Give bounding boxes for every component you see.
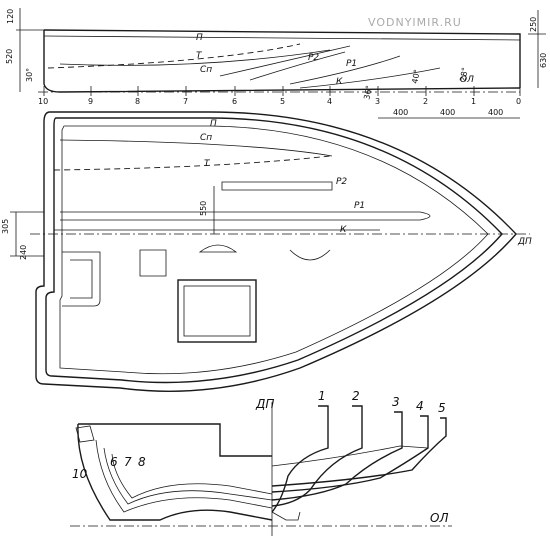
profile-label-sp: Сп bbox=[200, 65, 212, 75]
body-plan-label-1: 1 bbox=[318, 389, 326, 403]
dim-left-low: 30° bbox=[25, 68, 34, 82]
svg-text:6: 6 bbox=[232, 97, 237, 106]
body-plan-label-3: 3 bbox=[392, 395, 400, 409]
dim-left-top: 120 bbox=[6, 9, 15, 24]
watermark: VODNYIMIR.RU bbox=[368, 16, 462, 29]
body-plan-aft-section-8 bbox=[111, 453, 273, 499]
body-plan-label-5: 5 bbox=[438, 401, 446, 415]
plan-label-r2: Р2 bbox=[336, 177, 347, 187]
plan-bow-circle bbox=[289, 249, 331, 261]
plan-transom-seat bbox=[62, 251, 101, 307]
plan-steering bbox=[198, 244, 238, 253]
body-plan-aft-bulwark bbox=[75, 425, 95, 443]
plan-view: 400 400 400 П Сп Т Р2 Р1 К ДП 550 bbox=[1, 108, 532, 392]
plan-spacing-2: 400 bbox=[440, 108, 455, 117]
body-plan-label-4: 4 bbox=[416, 399, 424, 413]
dim-right-top: 250 bbox=[529, 17, 538, 32]
profile-label-p: П bbox=[196, 33, 203, 43]
plan-dim-305: 305 bbox=[1, 219, 10, 234]
dim-left-mid: 520 bbox=[5, 49, 14, 64]
profile-view: 120 520 30° 250 630 П Т Сп Р2 Р1 К ОЛ 36… bbox=[5, 8, 548, 106]
svg-text:8: 8 bbox=[135, 97, 140, 106]
body-plan-aft-deck bbox=[78, 423, 272, 457]
plan-r1-rail bbox=[60, 211, 431, 221]
plan-hull-inner bbox=[45, 117, 503, 384]
profile-keel-line bbox=[299, 67, 441, 89]
plan-label-t: Т bbox=[204, 159, 211, 169]
plan-label-dp: ДП bbox=[517, 237, 532, 247]
profile-deck-line bbox=[43, 35, 521, 41]
profile-station-numbers: 10 9 8 7 6 5 4 3 2 1 0 bbox=[38, 97, 521, 106]
plan-seat-box bbox=[177, 279, 257, 343]
profile-sheer-line bbox=[43, 29, 521, 88]
body-plan-aft-section-6 bbox=[95, 439, 273, 513]
body-plan-label-dp: ДП bbox=[255, 397, 274, 411]
body-plan-aft-section-10 bbox=[77, 423, 273, 521]
profile-sp-line bbox=[219, 45, 351, 77]
profile-t-line bbox=[47, 43, 301, 69]
plan-hull-inner2 bbox=[59, 125, 489, 375]
profile-station-ticks bbox=[43, 86, 521, 96]
body-plan-label-ol: ОЛ bbox=[430, 511, 448, 525]
profile-label-k: К bbox=[336, 77, 343, 87]
body-plan-fwd-keel bbox=[271, 511, 301, 521]
body-plan-label-6: 6 bbox=[110, 455, 118, 469]
plan-label-r1: Р1 bbox=[354, 201, 365, 211]
plan-r2-rail bbox=[221, 181, 333, 191]
svg-text:1: 1 bbox=[471, 97, 476, 106]
plan-spacing-3: 400 bbox=[488, 108, 503, 117]
svg-text:3: 3 bbox=[375, 97, 380, 106]
plan-spacing-1: 400 bbox=[393, 108, 408, 117]
plan-dim-550: 550 bbox=[199, 201, 208, 216]
body-plan-fwd-section-1 bbox=[271, 405, 329, 513]
body-plan-label-2: 2 bbox=[352, 389, 360, 403]
profile-label-t: Т bbox=[196, 51, 203, 61]
svg-text:9: 9 bbox=[88, 97, 93, 106]
profile-angle-36: 36° bbox=[362, 85, 373, 101]
profile-r2-line bbox=[249, 51, 346, 81]
svg-text:5: 5 bbox=[280, 97, 285, 106]
body-plan-label-8: 8 bbox=[138, 455, 146, 469]
profile-angle-40: 40° bbox=[410, 69, 421, 85]
svg-text:7: 7 bbox=[183, 97, 188, 106]
plan-t-line bbox=[53, 155, 331, 171]
body-plan-label-7: 7 bbox=[124, 455, 132, 469]
body-plan-fwd-section-2 bbox=[271, 405, 363, 507]
body-plan-view: ОЛ ДП 10 6 7 8 1 2 3 4 5 bbox=[70, 389, 452, 536]
profile-label-r2: Р2 bbox=[308, 53, 319, 63]
body-plan-fwd-section-5 bbox=[271, 417, 447, 487]
plan-label-p: П bbox=[210, 119, 217, 129]
profile-r1-line bbox=[289, 55, 401, 85]
plan-label-k: К bbox=[340, 225, 347, 235]
body-plan-fwd-section-3 bbox=[271, 411, 403, 501]
body-plan-label-10: 10 bbox=[72, 467, 88, 481]
profile-label-r1: Р1 bbox=[346, 59, 357, 69]
plan-seat-inner bbox=[183, 285, 251, 337]
body-plan-fwd-section-4 bbox=[271, 415, 429, 493]
plan-transom-seat-inner bbox=[70, 259, 93, 299]
plan-bench bbox=[139, 249, 167, 277]
body-plan-fwd-chine bbox=[271, 445, 429, 467]
svg-text:2: 2 bbox=[423, 97, 428, 106]
profile-label-ol: ОЛ bbox=[460, 75, 474, 85]
svg-text:10: 10 bbox=[38, 97, 48, 106]
plan-dim-240: 240 bbox=[19, 245, 28, 260]
dim-right-mid: 630 bbox=[539, 53, 548, 68]
profile-angle-28: 28° bbox=[458, 67, 469, 83]
profile-chine-line bbox=[59, 49, 331, 66]
plan-hull-outer bbox=[35, 111, 517, 392]
plan-label-sp: Сп bbox=[200, 133, 212, 143]
svg-text:0: 0 bbox=[516, 97, 521, 106]
svg-text:4: 4 bbox=[327, 97, 332, 106]
body-plan-aft-section-7 bbox=[103, 447, 273, 505]
plan-sp-line bbox=[59, 139, 333, 157]
